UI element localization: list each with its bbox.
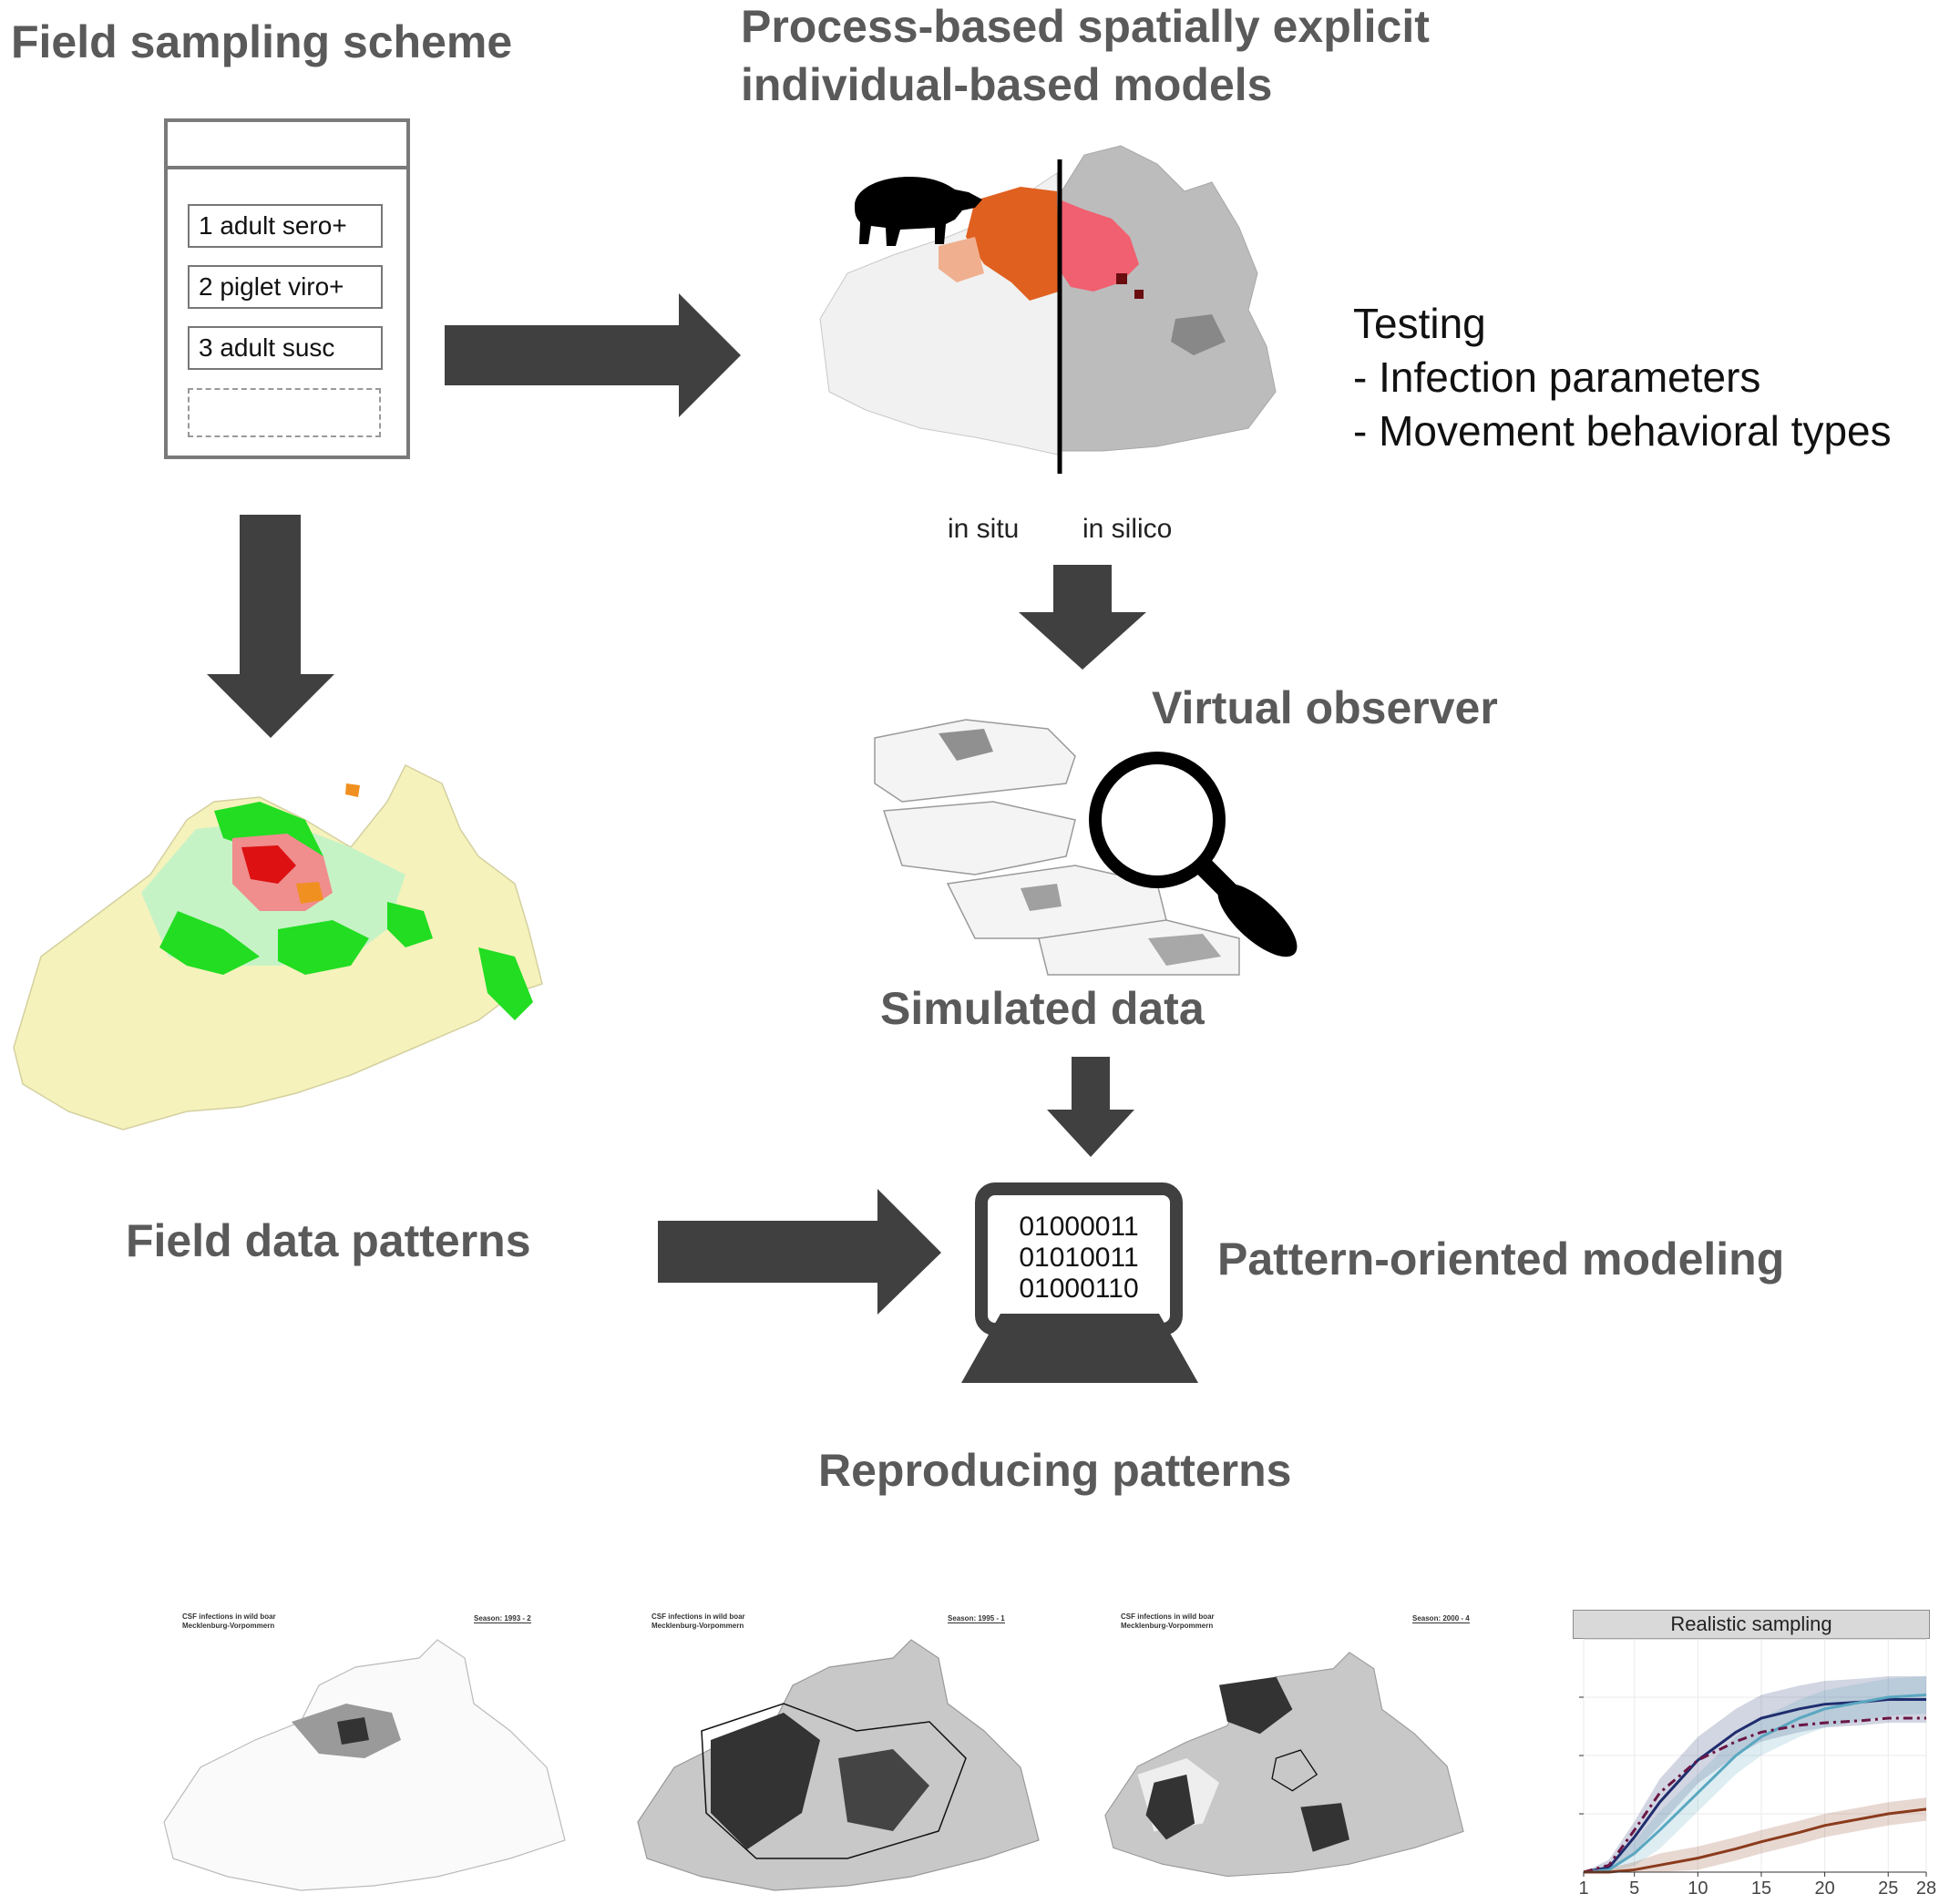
chart-x-tick-label: 5 [1629,1878,1639,1899]
chart-title: Realistic sampling [1670,1612,1832,1635]
field-data-map [13,763,543,1131]
map-season: Season: 1995 - 1 [948,1614,1005,1623]
model-map [819,145,1277,474]
model-map-hotspot [1116,273,1127,284]
testing-title: Testing [1353,300,1486,347]
computer-monitor: 01000011 01010011 01000110 [975,1182,1183,1336]
chart-series-band [1584,1797,1926,1872]
chart-x-tick-label: 1 [1578,1878,1588,1899]
magnifier-icon [1089,752,1298,957]
chart-title-strip: Realistic sampling [1573,1610,1930,1639]
chart-x-tick-label: 10 [1688,1878,1708,1899]
binary-line: 01000110 [1019,1274,1139,1304]
chart-series-band [1584,1675,1926,1872]
chart-series-band [1584,1675,1926,1872]
field-map-green-area [387,902,433,947]
virtual-observer-heading: Virtual observer [1152,682,1498,733]
arrow-down-icon [207,515,334,738]
model-map-insilico-region [1061,145,1277,452]
model-map-infection-cluster [1062,200,1139,292]
pattern-oriented-heading: Pattern-oriented modeling [1217,1234,1785,1285]
chart-x-tick-label: 25 [1878,1878,1898,1899]
testing-item-infection: - Infection parameters [1353,353,1761,401]
map-region [1104,1652,1464,1878]
bottom-map-2: CSF infections in wild boar Mecklenburg-… [620,1612,1048,1895]
field-map-green-area [478,947,533,1020]
map-infected-area-dark [337,1717,369,1745]
process-models-heading-line1: Process-based spatially explicit [741,1,1430,52]
chart-x-tick-label: 28 [1916,1878,1936,1899]
arrow-down-icon [1047,1057,1134,1157]
simulated-map-panel [882,801,1076,875]
map-title: CSF infections in wild boar [182,1612,276,1621]
map-region [163,1639,566,1891]
simulated-map-panel-dark [1021,884,1062,911]
sampling-form-item: 2 piglet viro+ [188,265,383,309]
chart-x-tick-label: 15 [1751,1878,1771,1899]
field-data-patterns-heading: Field data patterns [126,1215,531,1266]
chart-series-line [1583,1716,1926,1874]
bottom-map-3: CSF infections in wild boar Mecklenburg-… [1089,1612,1517,1895]
map-subtitle: Mecklenburg-Vorpommern [1121,1622,1214,1630]
map-season: Season: 2000 - 4 [1412,1614,1470,1623]
sampling-form-item: 3 adult susc [188,326,383,370]
map-infected-area-dark [1218,1676,1293,1735]
field-sampling-heading: Field sampling scheme [11,16,513,67]
arrow-right-icon [445,293,741,417]
simulated-map-panel-dark [939,729,993,761]
arrow-down-icon [1019,565,1146,670]
map-subtitle: Mecklenburg-Vorpommern [182,1622,275,1630]
field-map-orange-area [345,783,360,797]
map-title: CSF infections in wild boar [1121,1612,1215,1621]
wild-boar-icon [855,177,982,246]
field-map-red-area [241,845,296,884]
in-situ-label: in situ [948,514,1020,544]
map-infected-area-dark [1145,1774,1195,1840]
chart-series-line [1583,1693,1927,1874]
map-region [637,1639,1040,1891]
map-infected-area-dark [1300,1803,1349,1852]
chart-x-tick-label: 20 [1814,1878,1834,1899]
map-boundary [701,1703,967,1859]
map-title: CSF infections in wild boar [651,1612,745,1621]
map-season: Season: 1993 - 2 [474,1614,531,1623]
field-map-green-area [159,911,260,975]
field-map-green-area [278,920,369,975]
simulated-map-panel [874,719,1076,803]
sampling-form-header [168,122,406,169]
reproducing-patterns-heading: Reproducing patterns [818,1445,1292,1496]
arrow-right-icon [658,1189,941,1315]
field-map-orange-area [296,882,323,904]
model-map-salmon-patch [939,237,984,282]
map-subtitle: Mecklenburg-Vorpommern [651,1622,744,1630]
model-map-dark-cells [1171,314,1226,355]
chart-series-line [1584,1807,1927,1874]
testing-item-movement: - Movement behavioral types [1353,407,1892,455]
process-models-heading-line2: individual-based models [741,59,1273,110]
simulated-map-panel-dark [1148,934,1221,966]
sampling-form-empty-slot [188,388,381,437]
in-silico-label: in silico [1082,514,1173,544]
sampling-form-item: 1 adult sero+ [188,204,383,248]
computer-keyboard-base [961,1314,1198,1383]
map-infected-area-dark [838,1749,929,1831]
simulated-data-maps [874,719,1240,976]
binary-line: 01000011 [1019,1212,1139,1242]
simulated-data-heading: Simulated data [880,983,1205,1034]
binary-line: 01010011 [1019,1243,1139,1273]
model-map-hotspot [1134,290,1144,299]
bottom-map-1: CSF infections in wild boar Mecklenburg-… [146,1612,574,1895]
map-boundary [1271,1749,1318,1792]
sampling-form: 1 adult sero+ 2 piglet viro+ 3 adult sus… [164,118,410,459]
model-map-orange-patch [966,187,1059,301]
map-infected-area-dark [711,1713,820,1849]
